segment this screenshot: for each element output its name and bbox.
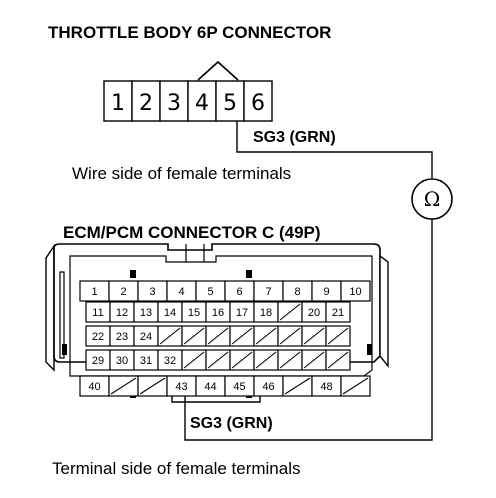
ecm-pin-label: 44 [204,381,216,393]
ecm-empty-cavity-mark [183,327,205,345]
throttle-view-caption: Wire side of female terminals [72,164,291,183]
ecm-pin-label: 29 [92,355,104,367]
ecm-pin-label: 24 [140,331,152,343]
ecm-empty-cavity-mark [207,351,229,369]
ecm-empty-cavity-mark [139,377,166,395]
throttle-wire-label: SG3 (GRN) [253,129,336,146]
ecm-pin-label: 40 [88,381,100,393]
ecm-pin-label: 22 [92,331,104,343]
throttle-pin-cell [243,80,273,122]
ecm-empty-cavity-mark [255,327,277,345]
ecm-pin-label: 10 [349,286,361,298]
ecm-empty-cavity-mark [183,351,205,369]
ecm-empty-cavity-mark [279,303,301,321]
ecm-sg3-wire [184,219,433,441]
throttle-pin-label: 5 [223,91,237,116]
ecm-empty-cavity-mark [207,327,229,345]
ecm-pin-label: 20 [308,307,320,319]
ecm-view-caption: Terminal side of female terminals [52,459,300,478]
throttle-pin-cell [215,80,245,122]
ecm-pin-label: 17 [236,307,248,319]
ecm-pin-label: 12 [116,307,128,319]
ecm-pin-label: 45 [233,381,245,393]
ecm-pin-label: 3 [149,286,155,298]
ecm-empty-cavity-mark [342,377,369,395]
ecm-connector-title: ECM/PCM CONNECTOR C (49P) [63,223,321,242]
throttle-pin-cell [131,80,161,122]
ecm-pin-label: 8 [294,286,300,298]
ecm-empty-cavity-mark [231,351,253,369]
throttle-pin-cell [159,80,189,122]
ecm-pin-label: 14 [164,307,176,319]
ecm-empty-cavity-mark [110,377,137,395]
ecm-pin-label: 21 [332,307,344,319]
ecm-pin-cell [325,301,351,323]
ecm-empty-cavity-mark [279,351,301,369]
ecm-pin-label: 5 [207,286,213,298]
ecm-empty-cavity-mark [279,327,301,345]
throttle-pin-label: 6 [251,91,265,116]
ecm-pin-label: 23 [116,331,128,343]
throttle-sg3-wire [236,121,433,178]
ecm-pin-label: 18 [260,307,272,319]
ecm-pin-label: 32 [164,355,176,367]
ecm-empty-cavity-mark [327,351,349,369]
ecm-empty-cavity-mark [303,327,325,345]
ecm-empty-cavity-mark [255,351,277,369]
ecm-pin-label: 9 [323,286,329,298]
ecm-empty-cavity-mark [231,327,253,345]
ecm-empty-cavity-mark [159,327,181,345]
throttle-pin-cell [103,80,133,122]
ecm-pin-cell [340,280,371,302]
throttle-pin-label: 3 [167,91,181,116]
ecm-pin-label: 16 [212,307,224,319]
ecm-wire-label: SG3 (GRN) [190,415,273,432]
ecm-pin-label: 4 [178,286,184,298]
throttle-pin-label: 1 [111,91,125,116]
ecm-pin-label: 30 [116,355,128,367]
ecm-pin-label: 15 [188,307,200,319]
ecm-pin-label: 43 [175,381,187,393]
throttle-pin-label: 2 [139,91,153,116]
ecm-empty-cavity-mark [327,327,349,345]
ecm-pin-label: 1 [91,286,97,298]
throttle-pin-label: 4 [195,91,209,116]
ecm-pin-label: 31 [140,355,152,367]
ecm-pin-label: 6 [236,286,242,298]
ecm-pin-label: 48 [320,381,332,393]
throttle-connector-lock-tab [197,60,239,81]
ohmmeter-symbol: Ω [424,187,441,211]
ecm-empty-cavity-mark [284,377,311,395]
ecm-pin-label: 46 [262,381,274,393]
ecm-pin-label: 7 [265,286,271,298]
ecm-pin-label: 13 [140,307,152,319]
ecm-pin-label: 2 [120,286,126,298]
ecm-pin-label: 11 [92,307,103,319]
ecm-empty-cavity-mark [303,351,325,369]
throttle-connector-title: THROTTLE BODY 6P CONNECTOR [48,23,331,42]
